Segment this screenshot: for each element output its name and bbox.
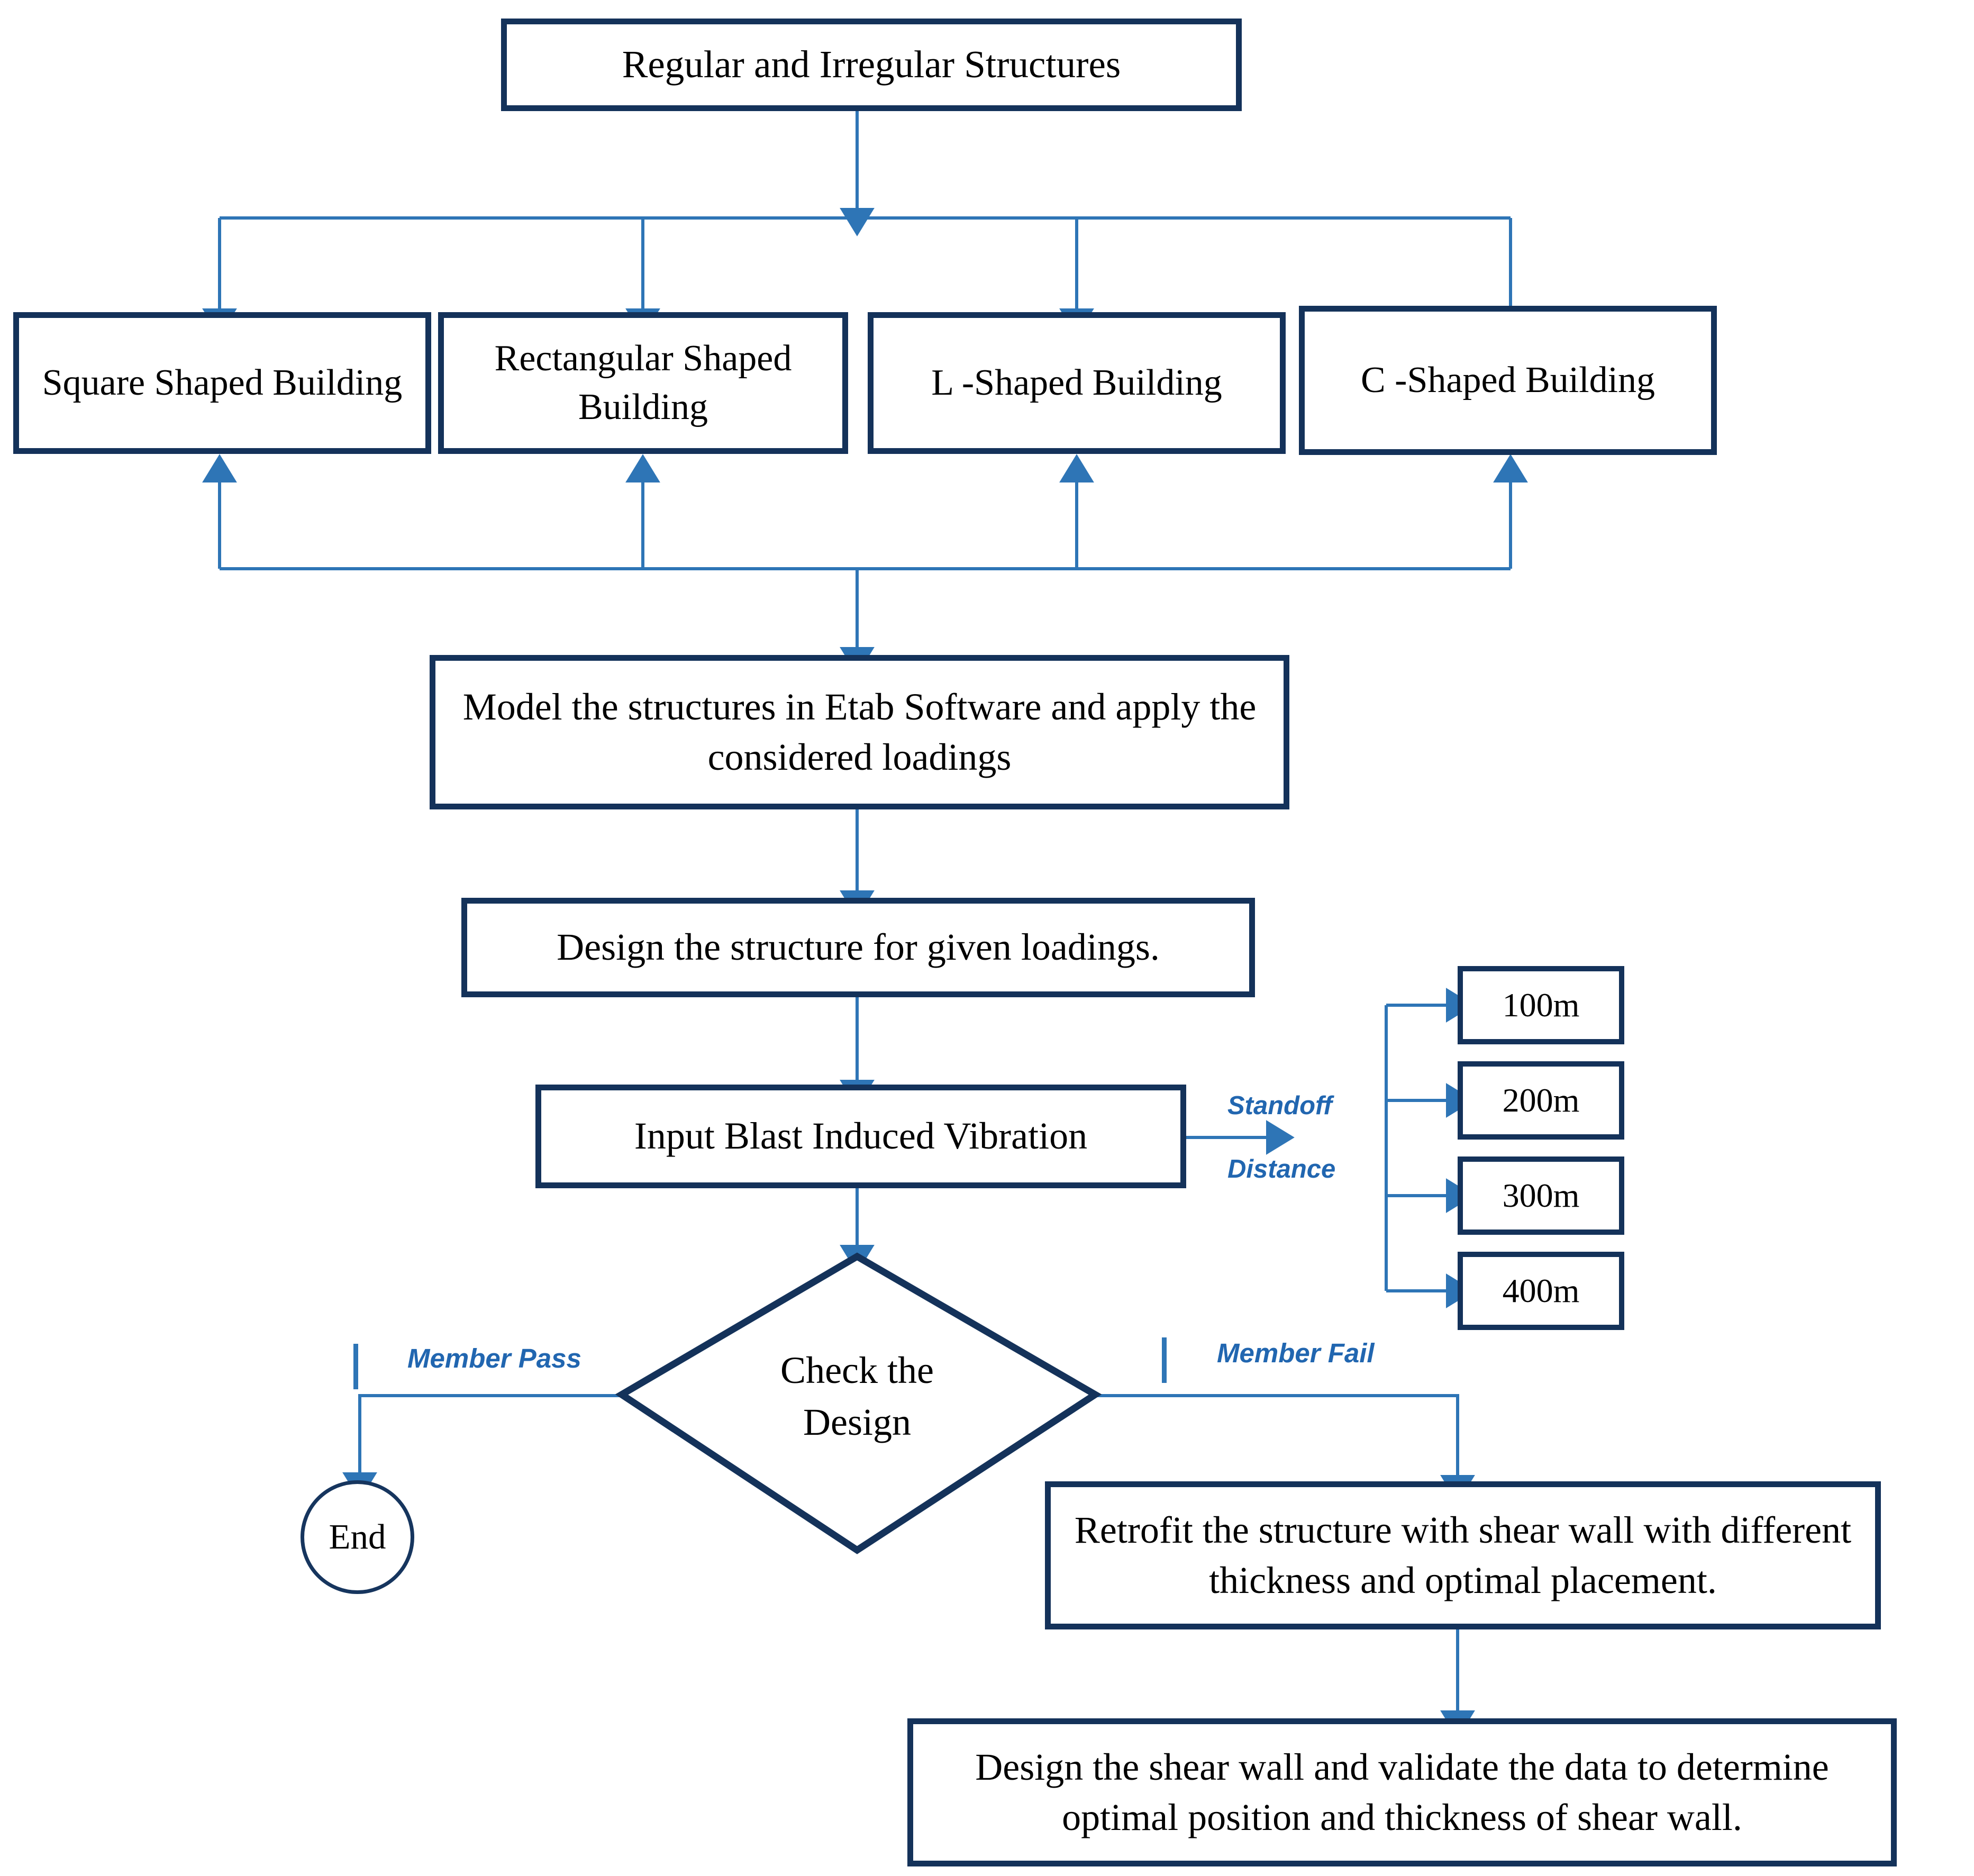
node-label: Design the shear wall and validate the d… — [975, 1745, 1829, 1838]
node-input-blast-induced-vibration[interactable]: Input Blast Induced Vibration — [535, 1085, 1186, 1188]
node-standoff-100m[interactable]: 100m — [1458, 966, 1624, 1044]
node-regular-irregular-structures[interactable]: Regular and Irregular Structures — [501, 19, 1242, 111]
node-label: 300m — [1502, 1176, 1580, 1214]
node-label: L -Shaped Building — [931, 362, 1222, 403]
node-end[interactable]: End — [301, 1480, 414, 1594]
node-label: Model the structures in Etab Software an… — [462, 685, 1257, 778]
node-standoff-200m[interactable]: 200m — [1458, 1061, 1624, 1140]
node-square-shaped-building[interactable]: Square Shaped Building — [13, 312, 431, 454]
node-label: 200m — [1502, 1081, 1580, 1119]
node-label: 100m — [1502, 986, 1580, 1024]
node-label: Retrofit the structure with shear wall w… — [1074, 1508, 1852, 1601]
node-design-structure-loadings[interactable]: Design the structure for given loadings. — [461, 898, 1255, 997]
node-label: Square Shaped Building — [42, 362, 403, 403]
node-standoff-400m[interactable]: 400m — [1458, 1252, 1624, 1330]
node-rectangular-shaped-building[interactable]: Rectangular Shaped Building — [438, 312, 848, 454]
node-c-shaped-building[interactable]: C -Shaped Building — [1299, 306, 1717, 455]
member-fail-label: Member Fail — [1217, 1337, 1375, 1369]
standoff-label-line1: Standoff — [1227, 1091, 1332, 1120]
node-label: Input Blast Induced Vibration — [634, 1115, 1088, 1158]
node-label: Design the structure for given loadings. — [557, 926, 1160, 969]
edge-pass-to-end — [342, 1394, 622, 1501]
branch-label-text: Member Pass — [407, 1343, 581, 1373]
node-model-structures-etab[interactable]: Model the structures in Etab Software an… — [430, 655, 1289, 809]
node-design-validate-shear-wall[interactable]: Design the shear wall and validate the d… — [907, 1718, 1897, 1866]
member-pass-label: Member Pass — [407, 1343, 581, 1374]
node-label: End — [329, 1517, 386, 1556]
standoff-label-line2: Distance — [1227, 1155, 1336, 1183]
node-label: 400m — [1502, 1271, 1580, 1309]
node-label: Rectangular Shaped Building — [494, 338, 792, 427]
node-standoff-300m[interactable]: 300m — [1458, 1156, 1624, 1235]
member-pass-tick — [353, 1344, 358, 1389]
node-retrofit-shear-wall[interactable]: Retrofit the structure with shear wall w… — [1045, 1481, 1881, 1629]
branch-label-text: Member Fail — [1217, 1338, 1375, 1368]
standoff-distance-label: Standoff — [1227, 1091, 1332, 1121]
node-label: Regular and Irregular Structures — [622, 43, 1121, 86]
decision-check-the-design[interactable]: Check the Design — [725, 1333, 989, 1460]
node-l-shaped-building[interactable]: L -Shaped Building — [868, 312, 1286, 454]
member-fail-tick — [1162, 1337, 1167, 1383]
standoff-distance-label-line2: Distance — [1227, 1154, 1335, 1184]
node-label: Check the Design — [780, 1349, 934, 1443]
edge-fail-to-retrofit — [1093, 1394, 1475, 1504]
node-label: C -Shaped Building — [1360, 359, 1655, 400]
